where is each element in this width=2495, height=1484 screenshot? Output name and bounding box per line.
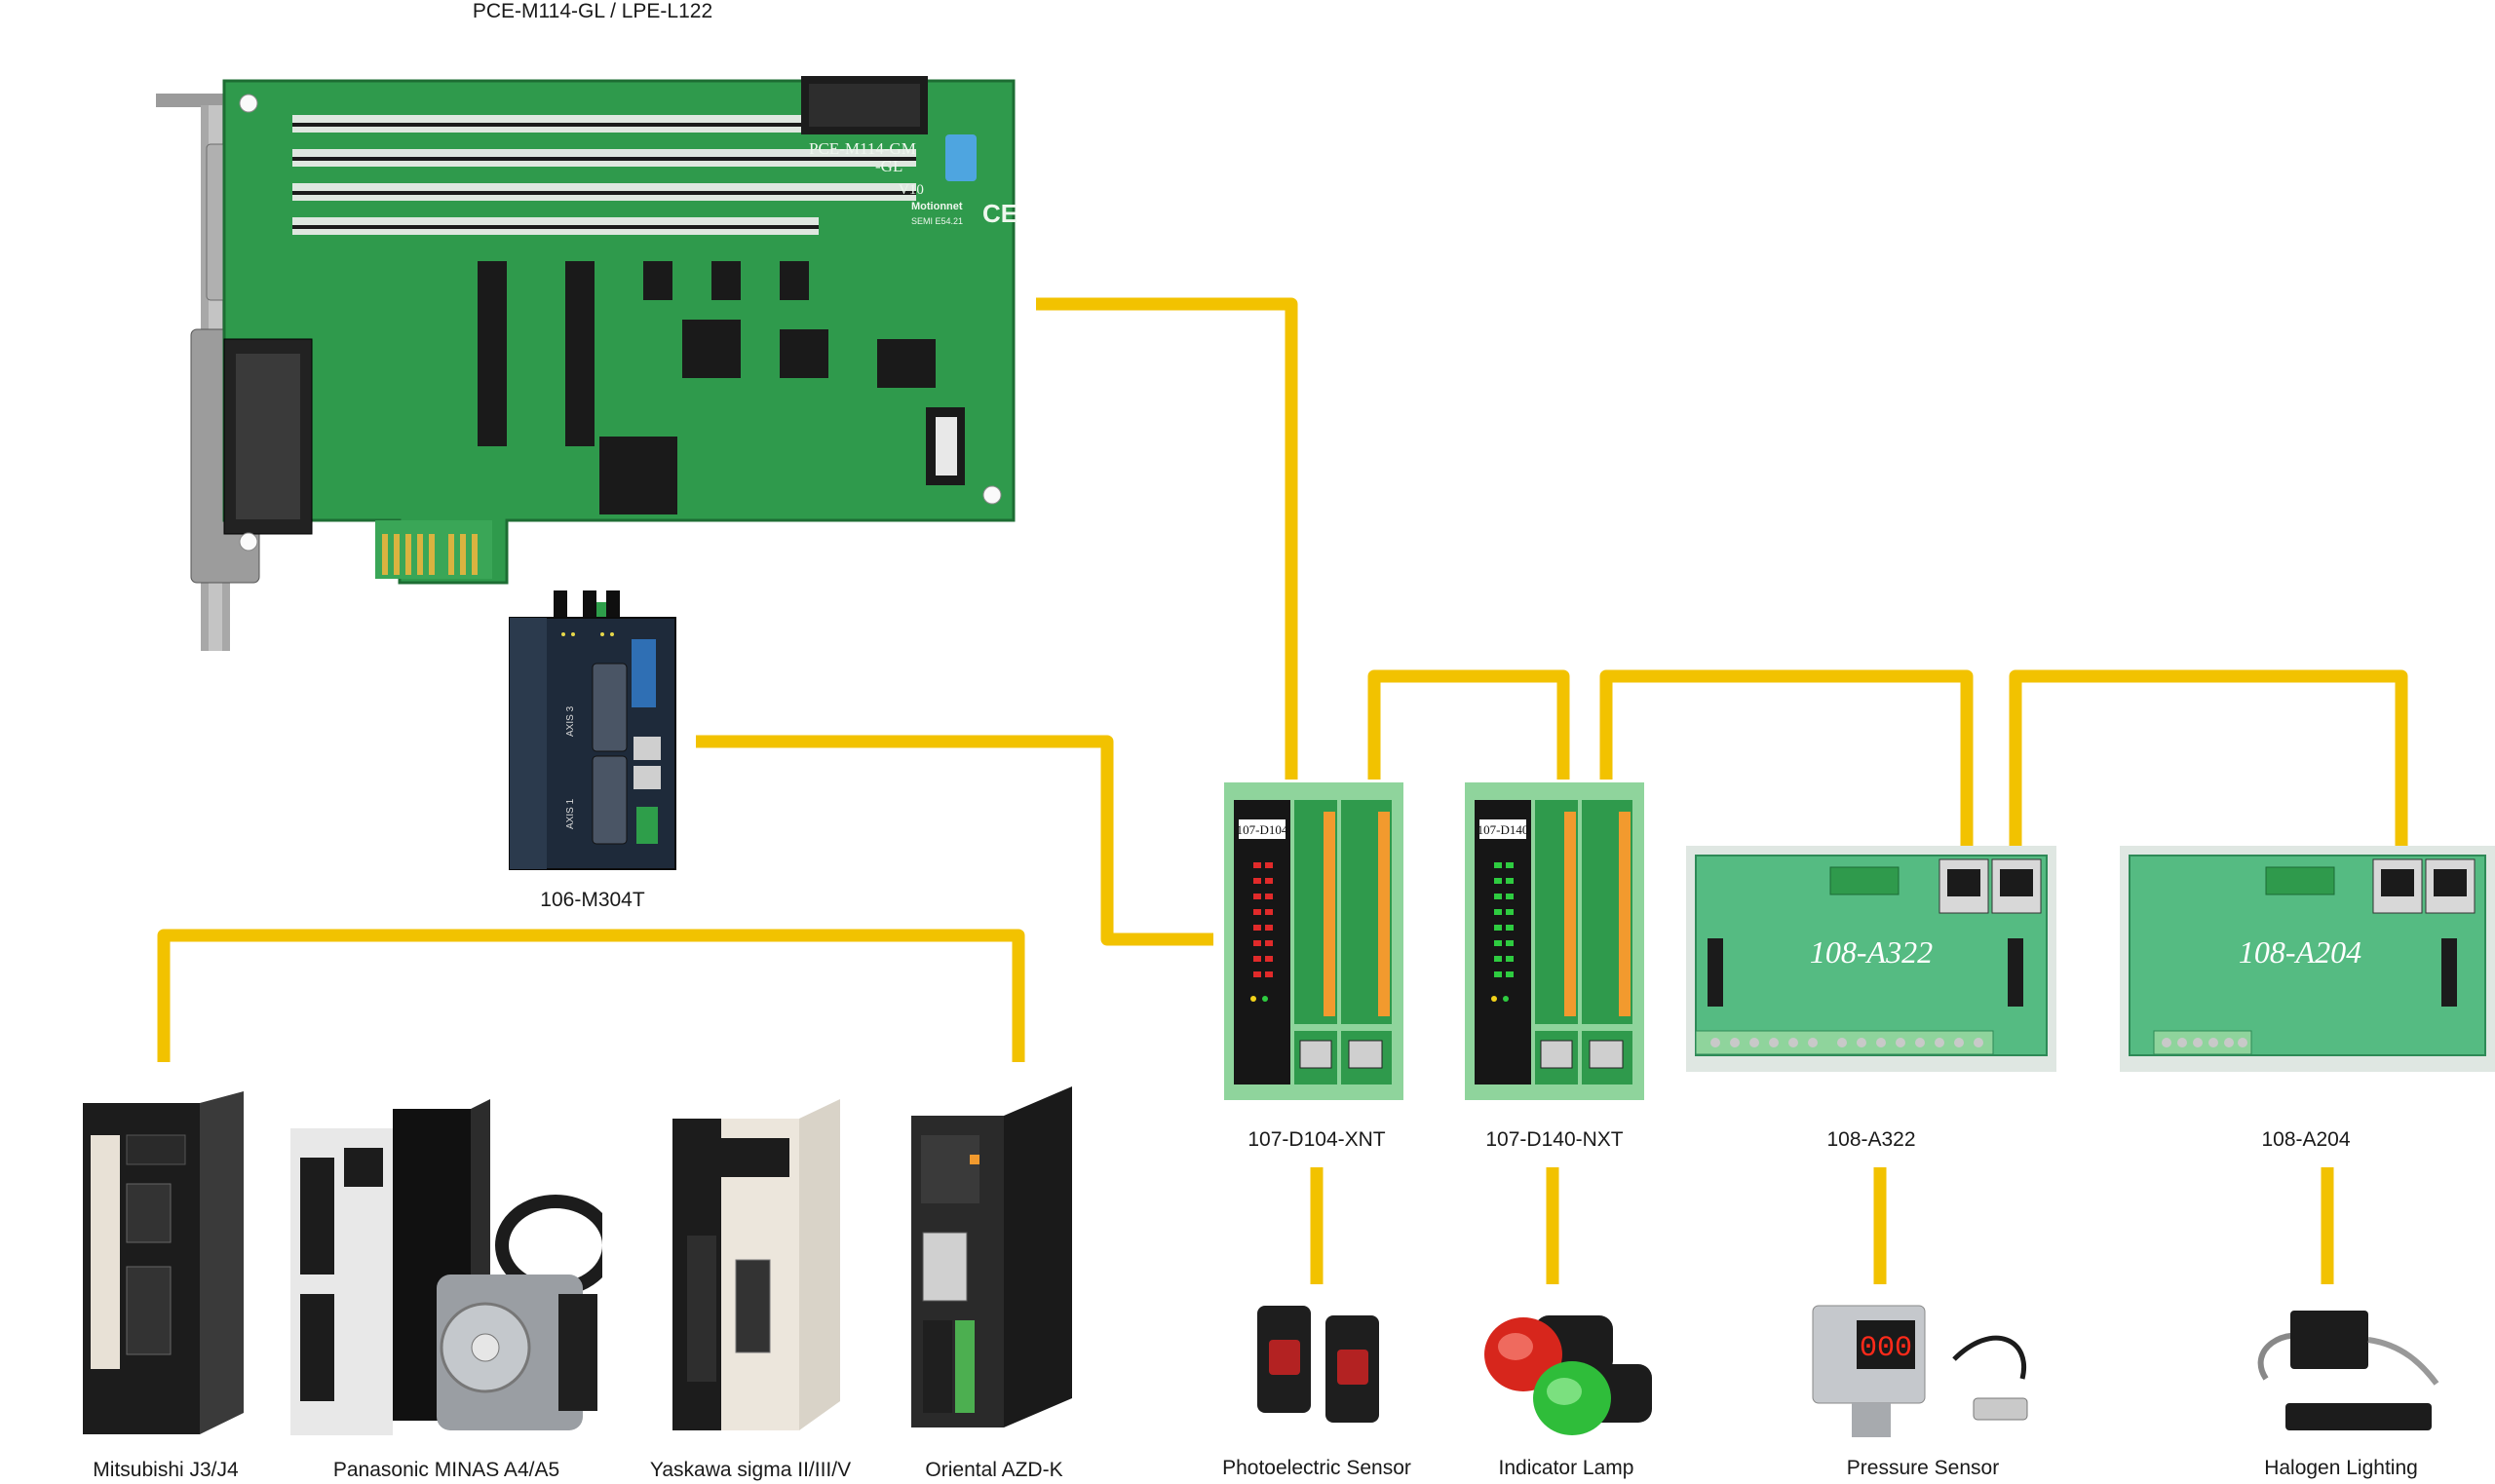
io-label-a322: 108-A322 — [1826, 1128, 1916, 1151]
io-label-d104: 107-D104-XNT — [1248, 1128, 1386, 1151]
pressure-display: 000 — [1860, 1332, 1912, 1365]
d104-panel-text: 107-D104 — [1237, 822, 1288, 837]
card-silk-gl: -GL — [875, 157, 902, 175]
drive-oriental — [911, 1086, 1077, 1427]
halogen-lighting — [2246, 1306, 2441, 1452]
peripheral-label-pressure: Pressure Sensor — [1846, 1457, 2000, 1479]
axis-label-3: AXIS 3 — [565, 705, 576, 737]
io-module-d104: 107-D104 — [1224, 782, 1403, 1100]
wire-d104-to-d140 — [1367, 669, 1570, 780]
io-label-a204: 108-A204 — [2261, 1128, 2351, 1151]
drive-label-oriental: Oriental AZD-K — [925, 1459, 1063, 1481]
drive-label-panasonic: Panasonic MINAS A4/A5 — [332, 1459, 560, 1481]
peripheral-label-lamp: Indicator Lamp — [1498, 1457, 1634, 1479]
wire-drive-bus — [157, 929, 1025, 1062]
wire-m304t-to-d104 — [696, 735, 1213, 946]
drive-yaskawa — [672, 1099, 843, 1435]
drive-mitsubishi — [83, 1091, 249, 1437]
pressure-sensor: 000 — [1808, 1301, 2042, 1447]
io-module-a204: 108-A204 — [2120, 846, 2495, 1072]
drive-label-yaskawa: Yaskawa sigma II/III/V — [649, 1459, 852, 1481]
io-module-a322: 108-A322 — [1686, 846, 2056, 1072]
peripheral-label-photo: Photoelectric Sensor — [1222, 1457, 1411, 1479]
pcie-motion-card: PCE-M114-GM -GL V10 Motionnet SEMI E54.2… — [156, 76, 1023, 661]
indicator-lamp — [1477, 1306, 1657, 1442]
wire-a322-to-a204 — [2009, 669, 2408, 850]
a204-panel-text: 108-A204 — [2239, 934, 2361, 970]
drive-label-mitsubishi: Mitsubishi J3/J4 — [93, 1459, 239, 1481]
peripheral-label-halogen: Halogen Lighting — [2264, 1457, 2418, 1479]
standalone-label: 106-M304T — [540, 889, 645, 911]
card-silk-version: V10 — [899, 182, 924, 198]
axis-label-1: AXIS 1 — [565, 798, 576, 829]
a322-panel-text: 108-A322 — [1810, 934, 1933, 970]
card-silk-brand: Motionnet — [911, 201, 963, 212]
ce-mark-icon: CE — [982, 199, 1017, 228]
card-silk-semi: SEMI E54.21 — [911, 216, 963, 226]
drive-panasonic — [290, 1099, 602, 1435]
wire-d140-to-a322 — [1599, 669, 1974, 850]
standalone-controller: AXIS 3 AXIS 1 — [505, 590, 680, 873]
d140-panel-text: 107-D140 — [1478, 822, 1529, 837]
wire-card-to-d104 — [1036, 297, 1298, 780]
photoelectric-sensor — [1248, 1296, 1394, 1423]
card-label: PCE-M114-GL / LPE-L122 — [472, 0, 713, 22]
io-module-d140: 107-D140 — [1465, 782, 1644, 1100]
io-label-d140: 107-D140-NXT — [1485, 1128, 1624, 1151]
card-silk-model: PCE-M114-GM — [809, 139, 916, 158]
